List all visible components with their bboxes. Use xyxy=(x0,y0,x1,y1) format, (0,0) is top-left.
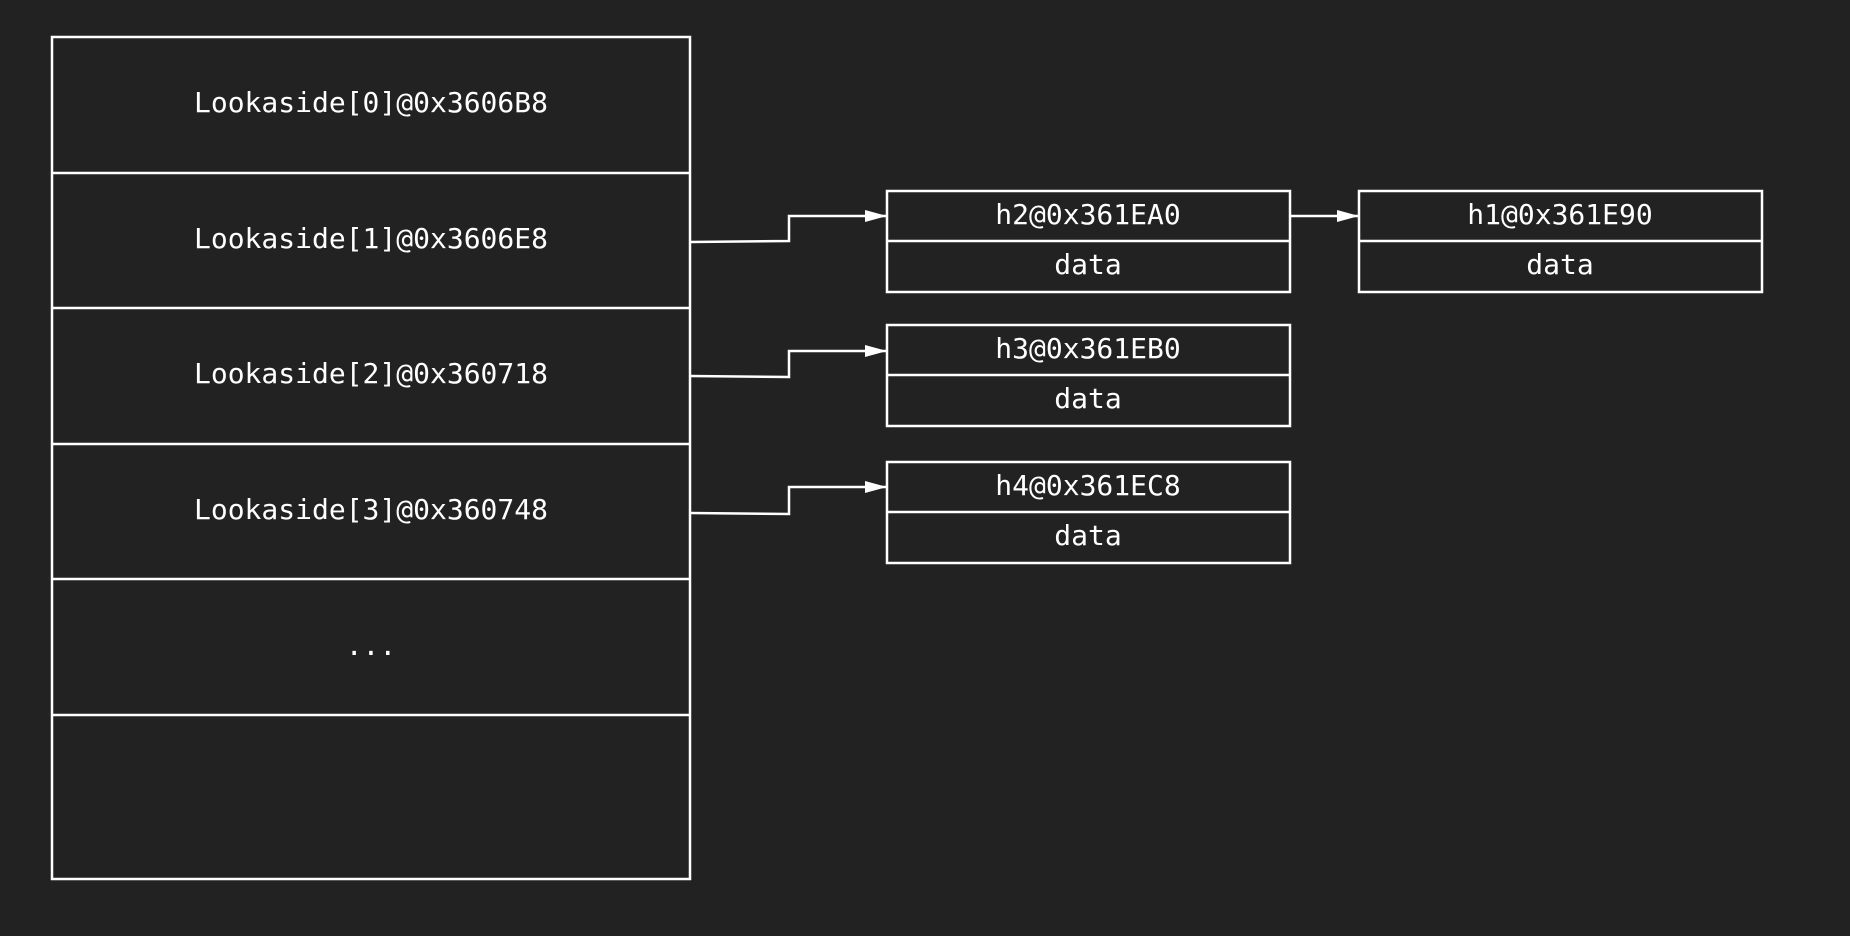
arrow-slot3-to-h4 xyxy=(689,481,887,516)
lookaside-slot-0-label: Lookaside[0]@0x3606B8 xyxy=(194,86,548,119)
lookaside-slot-ellipsis: ... xyxy=(346,629,397,662)
lookaside-slot-3-label: Lookaside[3]@0x360748 xyxy=(194,493,548,526)
lookaside-slot-2-label: Lookaside[2]@0x360718 xyxy=(194,357,548,390)
chunk-h3: h3@0x361EB0 data xyxy=(885,323,1292,428)
chunk-h1: h1@0x361E90 data xyxy=(1357,189,1764,294)
chunk-h4-header: h4@0x361EC8 xyxy=(995,469,1180,502)
chunk-h1-header: h1@0x361E90 xyxy=(1467,198,1652,231)
chunk-h3-header: h3@0x361EB0 xyxy=(995,332,1180,365)
arrow-slot2-to-h3 xyxy=(689,345,887,379)
chunk-h2-header: h2@0x361EA0 xyxy=(995,198,1180,231)
chunk-h2-data: data xyxy=(1054,248,1121,281)
chunk-h3-data: data xyxy=(1054,382,1121,415)
chunk-h1-data: data xyxy=(1526,248,1593,281)
chunk-h4-data: data xyxy=(1054,519,1121,552)
chunk-h2: h2@0x361EA0 data xyxy=(885,189,1292,294)
arrow-slot1-to-h2 xyxy=(689,210,887,244)
lookaside-slot-1-label: Lookaside[1]@0x3606E8 xyxy=(194,222,548,255)
lookaside-table: Lookaside[0]@0x3606B8 Lookaside[1]@0x360… xyxy=(50,35,692,881)
chunk-h4: h4@0x361EC8 data xyxy=(885,460,1292,565)
lookaside-table-frame xyxy=(50,35,692,881)
